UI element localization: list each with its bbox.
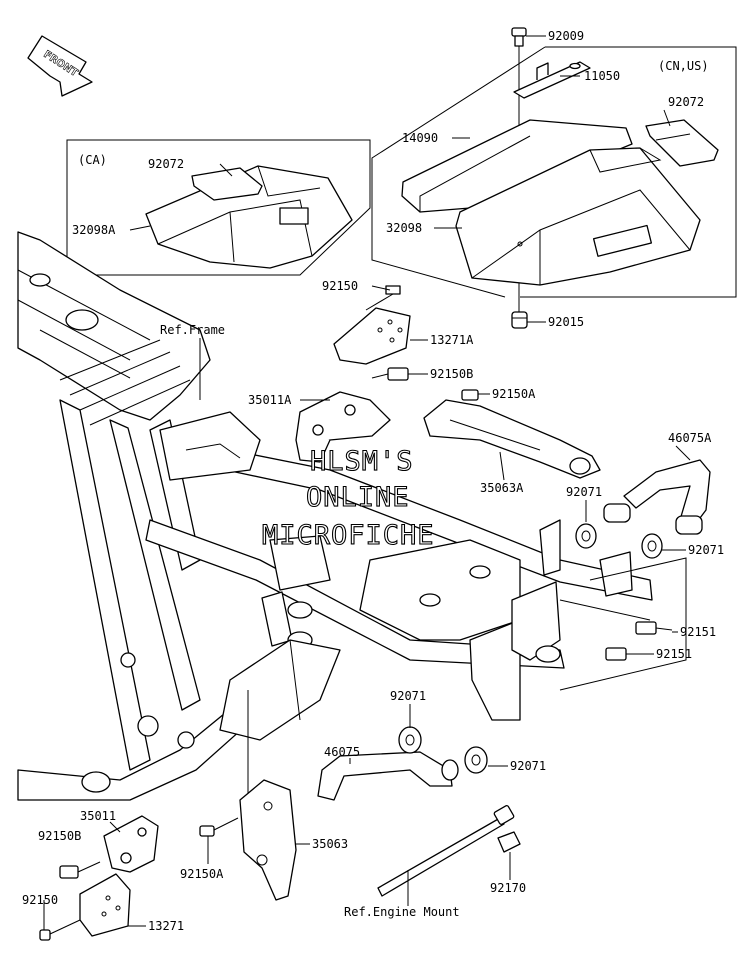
- label-32098: 32098: [386, 221, 422, 235]
- label-11050: 11050: [584, 69, 620, 83]
- ca-label: (CA): [78, 153, 107, 167]
- cnus-variant-box: (CN,US): [371, 46, 737, 298]
- spacer-92071-b: [641, 533, 663, 559]
- bracket-11050: [513, 61, 591, 99]
- label-92150A-top: 92150A: [492, 387, 536, 401]
- spacer-92071-c: [398, 726, 422, 754]
- cnus-label: (CN,US): [658, 59, 709, 73]
- label-92072-ca: 92072: [148, 157, 184, 171]
- bolt-92150-top: [365, 285, 401, 311]
- bracket-35011A: [295, 391, 391, 463]
- label-92072-us: 92072: [668, 95, 704, 109]
- bolt-92150A-top: [461, 389, 479, 401]
- ca-variant-box: (CA): [66, 139, 371, 276]
- ref-engine-mount-label: Ref.Engine Mount: [344, 905, 460, 919]
- plate-13271: [79, 873, 131, 937]
- label-92150B-top: 92150B: [430, 367, 473, 381]
- strap-92072-us: [645, 119, 719, 167]
- label-14090: 14090: [402, 131, 438, 145]
- watermark-line-1: HLSM'S: [310, 446, 414, 477]
- bolt-92150A-bottom: [199, 817, 239, 837]
- arm-46075A: [603, 459, 711, 535]
- label-92150A-bottom: 92150A: [180, 867, 224, 881]
- strap-92072-ca: [191, 167, 263, 201]
- arm-46075: [317, 751, 459, 801]
- label-92071-b: 92071: [688, 543, 724, 557]
- label-92150B-bottom: 92150B: [38, 829, 81, 843]
- label-92071-a: 92071: [566, 485, 602, 499]
- label-92015: 92015: [548, 315, 584, 329]
- plate-13271A: [333, 307, 411, 365]
- grommet-92015: [511, 311, 528, 329]
- right-connector-lines: [559, 557, 687, 691]
- bracket-35063: [239, 779, 297, 901]
- tray-32098: [455, 147, 701, 286]
- label-92071-d: 92071: [510, 759, 546, 773]
- label-92150-top: 92150: [322, 279, 358, 293]
- spacer-92071-d: [464, 746, 488, 774]
- label-35063: 35063: [312, 837, 348, 851]
- label-13271: 13271: [148, 919, 184, 933]
- leader-lines: [43, 35, 691, 930]
- label-35063A: 35063A: [480, 481, 524, 495]
- label-35011A: 35011A: [248, 393, 292, 407]
- frame-assembly: [17, 231, 653, 820]
- label-92150-bottom: 92150: [22, 893, 58, 907]
- label-32098A: 32098A: [72, 223, 116, 237]
- watermark-line-3: MICROFICHE: [262, 520, 435, 551]
- bolt-92150B-bottom: [59, 861, 101, 879]
- label-46075A: 46075A: [668, 431, 712, 445]
- part-labels: 92009 11050 92072 14090 32098 92015 9207…: [22, 29, 724, 933]
- bolt-92151-b: [605, 647, 640, 661]
- label-92009: 92009: [548, 29, 584, 43]
- bolt-92170: [377, 805, 521, 897]
- label-92151-a: 92151: [680, 625, 716, 639]
- label-35011: 35011: [80, 809, 116, 823]
- watermark-line-2: ONLINE: [306, 482, 410, 513]
- label-92151-b: 92151: [656, 647, 692, 661]
- label-92071-c: 92071: [390, 689, 426, 703]
- ref-frame-label: Ref.Frame: [160, 323, 225, 337]
- front-arrow-icon: FRONT: [27, 35, 93, 97]
- tray-32098A: [145, 165, 353, 269]
- bolt-92151-a: [635, 621, 673, 635]
- bracket-35063A: [423, 399, 601, 479]
- spacer-92071-a: [575, 523, 597, 549]
- bolt-92150-bottom: [39, 919, 81, 941]
- label-46075: 46075: [324, 745, 360, 759]
- bolt-92150B-top: [371, 367, 409, 381]
- label-92170: 92170: [490, 881, 526, 895]
- label-13271A: 13271A: [430, 333, 474, 347]
- watermark: HLSM'S ONLINE MICROFICHE: [261, 445, 435, 551]
